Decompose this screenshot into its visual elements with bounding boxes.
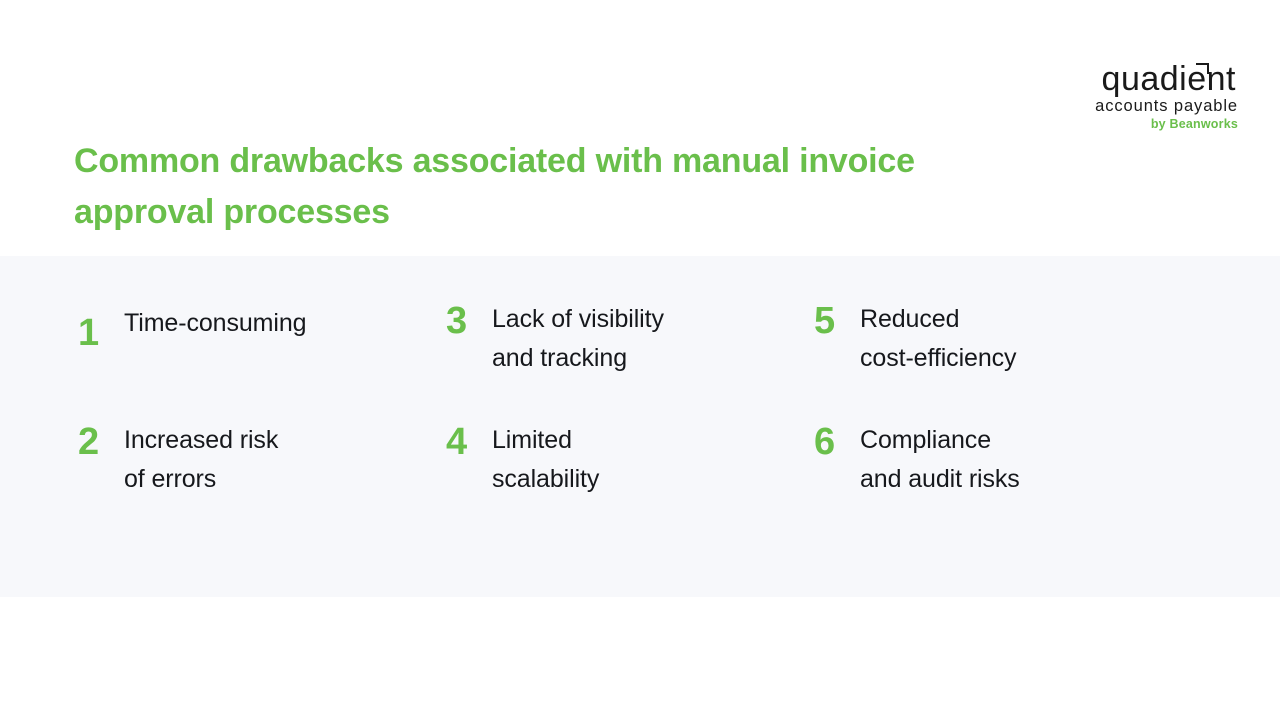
- list-item: 2 Increased risk of errors: [78, 421, 446, 542]
- page-title: Common drawbacks associated with manual …: [74, 141, 915, 231]
- list-item: 3 Lack of visibility and tracking: [446, 300, 814, 421]
- list-item: 1 Time-consuming: [78, 300, 446, 421]
- list-item: 6 Compliance and audit risks: [814, 421, 1182, 542]
- list-item-label: Compliance and audit risks: [860, 426, 1020, 493]
- list-item-label: Limited scalability: [492, 426, 600, 493]
- logo-i-accent-icon: [1195, 63, 1209, 74]
- list-item-number: 4: [446, 421, 468, 463]
- logo-byline: by Beanworks: [1150, 116, 1238, 131]
- logo-wordmark-text: quadient: [1101, 60, 1236, 98]
- drawbacks-grid: 1 Time-consuming 3 Lack of visibility an…: [78, 300, 1208, 542]
- list-item-number: 2: [78, 421, 100, 463]
- list-item-number: 6: [814, 421, 836, 463]
- list-item-label: Lack of visibility and tracking: [492, 305, 664, 372]
- list-item-number: 3: [446, 300, 468, 342]
- list-item-label: Time-consuming: [124, 309, 307, 337]
- list-item-number: 1: [78, 312, 100, 354]
- list-item-number: 5: [814, 300, 836, 342]
- quadient-logo: quadient accounts payable by Beanworks: [1066, 62, 1238, 130]
- logo-subtitle: accounts payable: [1095, 97, 1238, 115]
- list-item-label: Reduced cost-efficiency: [860, 305, 1017, 372]
- list-item: 4 Limited scalability: [446, 421, 814, 542]
- list-item: 5 Reduced cost-efficiency: [814, 300, 1182, 421]
- logo-wordmark: quadient: [1102, 62, 1238, 96]
- drawbacks-panel: 1 Time-consuming 3 Lack of visibility an…: [0, 256, 1280, 597]
- list-item-label: Increased risk of errors: [124, 426, 279, 493]
